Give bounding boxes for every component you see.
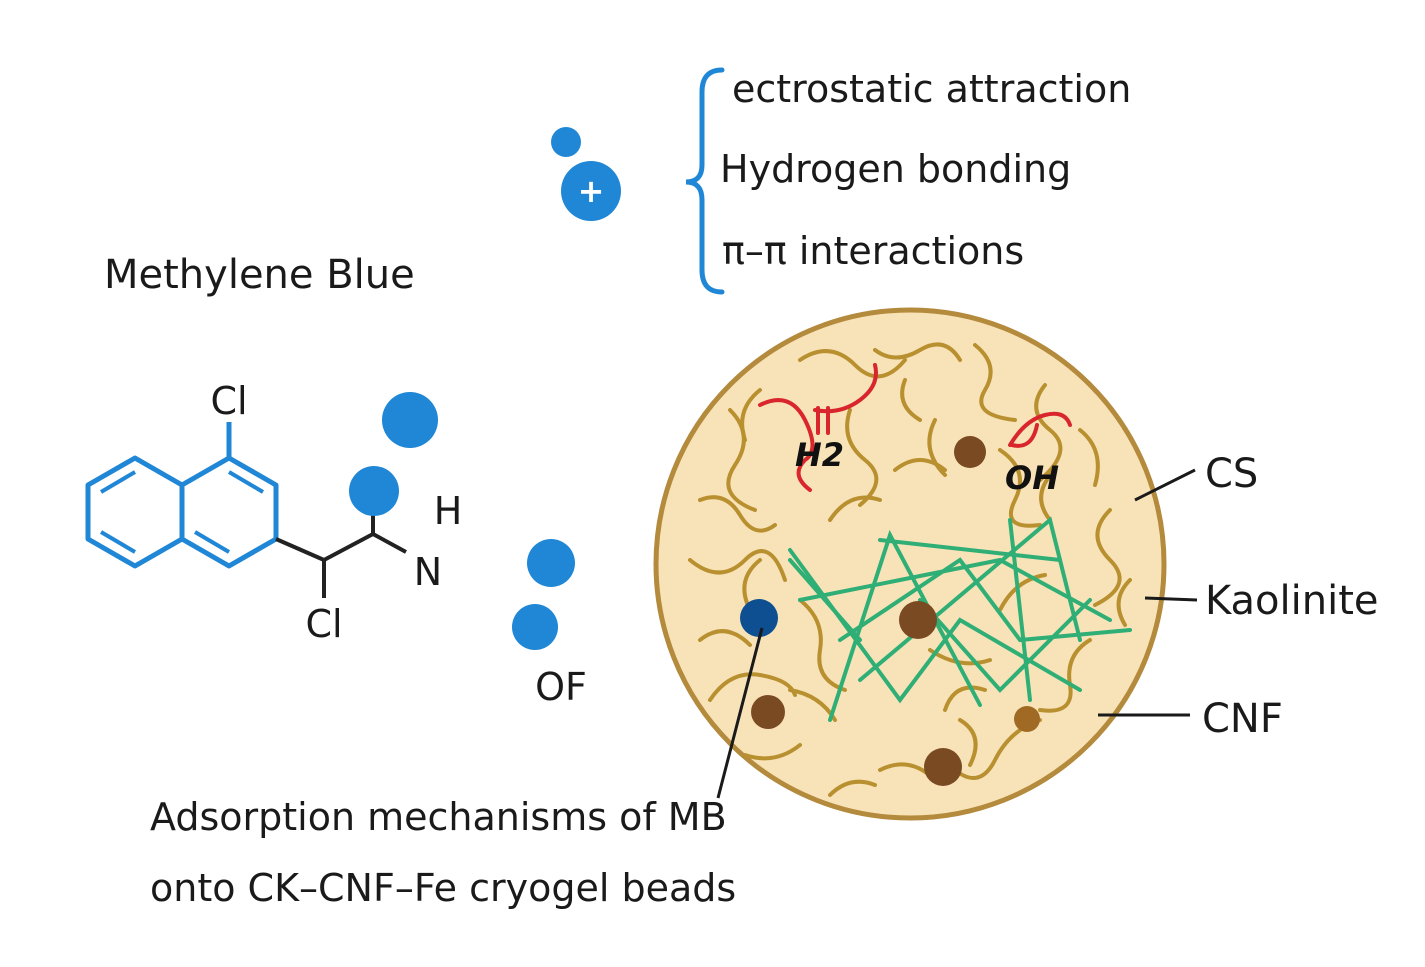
double-bond xyxy=(99,530,137,554)
caption-pointer-line xyxy=(716,627,764,799)
kaolinite-particle xyxy=(954,436,986,468)
cnf-fibers xyxy=(788,516,1132,722)
double-bond xyxy=(99,470,137,494)
molecule-structure: Cl Cl H N xyxy=(85,379,463,646)
cation-sign: + xyxy=(578,172,605,210)
caption-line-1: Adsorption mechanisms of MB xyxy=(150,795,727,839)
cs-leader-line xyxy=(1134,468,1196,502)
fe-particle xyxy=(1014,706,1040,732)
cation-circle xyxy=(561,161,621,221)
cation-group: + xyxy=(551,127,621,221)
mechanism-hydrogen-bonding: Hydrogen bonding xyxy=(720,147,1071,191)
of-label: OF xyxy=(535,665,587,709)
cs-fibers xyxy=(688,342,1132,797)
kaolinite-label: Kaolinite xyxy=(1205,578,1379,624)
molecule-title: Methylene Blue xyxy=(104,252,415,298)
caption-line-2: onto CK–CNF–Fe cryogel beads xyxy=(150,866,736,910)
oh-label: OH xyxy=(1005,459,1059,497)
adsorbed-mb-dot xyxy=(740,599,778,637)
bead-circle xyxy=(653,307,1167,821)
kaolinite-particles xyxy=(751,436,1040,786)
cnf-label: CNF xyxy=(1202,696,1283,742)
atom-cl-bottom: Cl xyxy=(305,602,342,646)
mb-dot xyxy=(382,392,438,448)
mb-dot xyxy=(512,604,558,650)
mechanism-electrostatic: ectrostatic attraction xyxy=(732,67,1131,111)
callouts: CS Kaolinite CNF xyxy=(1098,451,1379,742)
mb-dot xyxy=(527,539,575,587)
kaolinite-particle xyxy=(751,695,785,729)
mechanisms-group: ectrostatic attraction Hydrogen bonding … xyxy=(685,67,1131,295)
kaolinite-particle xyxy=(899,601,937,639)
atom-h: H xyxy=(434,489,463,533)
cs-label: CS xyxy=(1205,451,1258,497)
red-segments xyxy=(758,363,1072,492)
double-bond xyxy=(227,470,265,494)
kaolinite-particle xyxy=(924,748,962,786)
mb-dots xyxy=(349,392,575,650)
atom-cl-top: Cl xyxy=(210,379,247,423)
small-ion-dot xyxy=(551,127,581,157)
side-chain-bonds xyxy=(275,532,407,562)
h2-label: H2 xyxy=(795,436,844,474)
atom-n: N xyxy=(414,550,442,594)
mechanisms-bracket xyxy=(685,67,725,295)
mb-dot xyxy=(349,466,399,516)
mechanism-pi-pi: π–π interactions xyxy=(722,229,1024,273)
double-bond xyxy=(193,530,231,554)
benzene-ring-right xyxy=(179,455,279,569)
cryogel-bead: H2 OH xyxy=(653,307,1167,821)
kaolinite-leader-line xyxy=(1144,596,1198,602)
